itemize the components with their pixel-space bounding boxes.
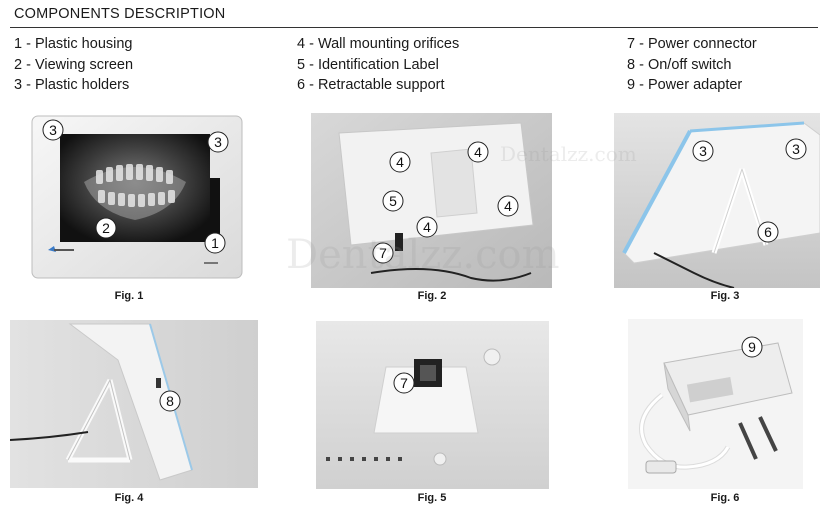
svg-text:6: 6	[764, 224, 772, 240]
legend-item-retractable-support: 6 - Retractable support	[297, 77, 445, 93]
fig1-callout-2: 2	[95, 217, 117, 239]
fig2-callout-7: 7	[372, 242, 394, 264]
legend-item-plastic-holders: 3 - Plastic holders	[14, 77, 130, 93]
svg-text:4: 4	[396, 154, 404, 170]
svg-text:4: 4	[423, 219, 431, 235]
fig1-callout-1: 1	[204, 232, 226, 254]
fig1-callout-3-right: 3	[207, 131, 229, 153]
svg-text:7: 7	[400, 375, 408, 391]
fig4-callout-8: 8	[159, 390, 181, 412]
fig2-callout-4-d: 4	[416, 216, 438, 238]
legend-item-wall-mounting-orifices: 4 - Wall mounting orifices	[297, 36, 460, 52]
svg-text:2: 2	[102, 220, 110, 236]
svg-text:4: 4	[504, 198, 512, 214]
figure-4-caption: Fig. 4	[114, 492, 144, 504]
fig3-callout-3-right: 3	[785, 138, 807, 160]
fig1-callout-3-left: 3	[42, 119, 64, 141]
figure-6-caption: Fig. 6	[710, 492, 740, 504]
svg-text:8: 8	[166, 393, 174, 409]
legend-item-power-connector: 7 - Power connector	[627, 36, 757, 52]
svg-text:4: 4	[474, 144, 482, 160]
fig5-callout-7: 7	[393, 372, 415, 394]
legend-item-plastic-housing: 1 - Plastic housing	[14, 36, 133, 52]
svg-text:1: 1	[211, 235, 219, 251]
figure-2-caption: Fig. 2	[417, 290, 447, 302]
svg-text:3: 3	[49, 122, 57, 138]
section-title: COMPONENTS DESCRIPTION	[14, 6, 226, 22]
svg-text:7: 7	[379, 245, 387, 261]
svg-text:3: 3	[214, 134, 222, 150]
svg-text:5: 5	[389, 193, 397, 209]
fig2-callout-4-b: 4	[467, 141, 489, 163]
fig3-callout-6: 6	[757, 221, 779, 243]
legend-item-viewing-screen: 2 - Viewing screen	[14, 56, 134, 73]
fig2-callout-5: 5	[382, 190, 404, 212]
figure-5-caption: Fig. 5	[417, 492, 447, 504]
figure-6-photo	[628, 319, 803, 489]
figure-5-photo	[316, 321, 549, 489]
legend-column-1: 1 - Plastic housing 2 - Viewing screen 3…	[14, 34, 133, 96]
svg-text:3: 3	[699, 143, 707, 159]
fig2-callout-4-a: 4	[389, 151, 411, 173]
fig3-callout-3-left: 3	[692, 140, 714, 162]
fig2-callout-4-c: 4	[497, 195, 519, 217]
legend-column-2: 4 - Wall mounting orifices 5 - Identific…	[297, 34, 459, 96]
figure-4-photo	[10, 320, 258, 488]
title-underline	[10, 27, 818, 28]
legend-column-3: 7 - Power connector 8 - On/off switch 9 …	[627, 34, 757, 96]
fig6-callout-9: 9	[741, 336, 763, 358]
figure-1-caption: Fig. 1	[114, 290, 144, 302]
figure-3-caption: Fig. 3	[710, 290, 740, 302]
legend-item-identification-label: 5 - Identification Label	[297, 56, 439, 73]
svg-text:9: 9	[748, 339, 756, 355]
svg-text:3: 3	[792, 141, 800, 157]
legend-item-power-adapter: 9 - Power adapter	[627, 77, 743, 93]
legend-item-on-off-switch: 8 - On/off switch	[627, 56, 732, 73]
